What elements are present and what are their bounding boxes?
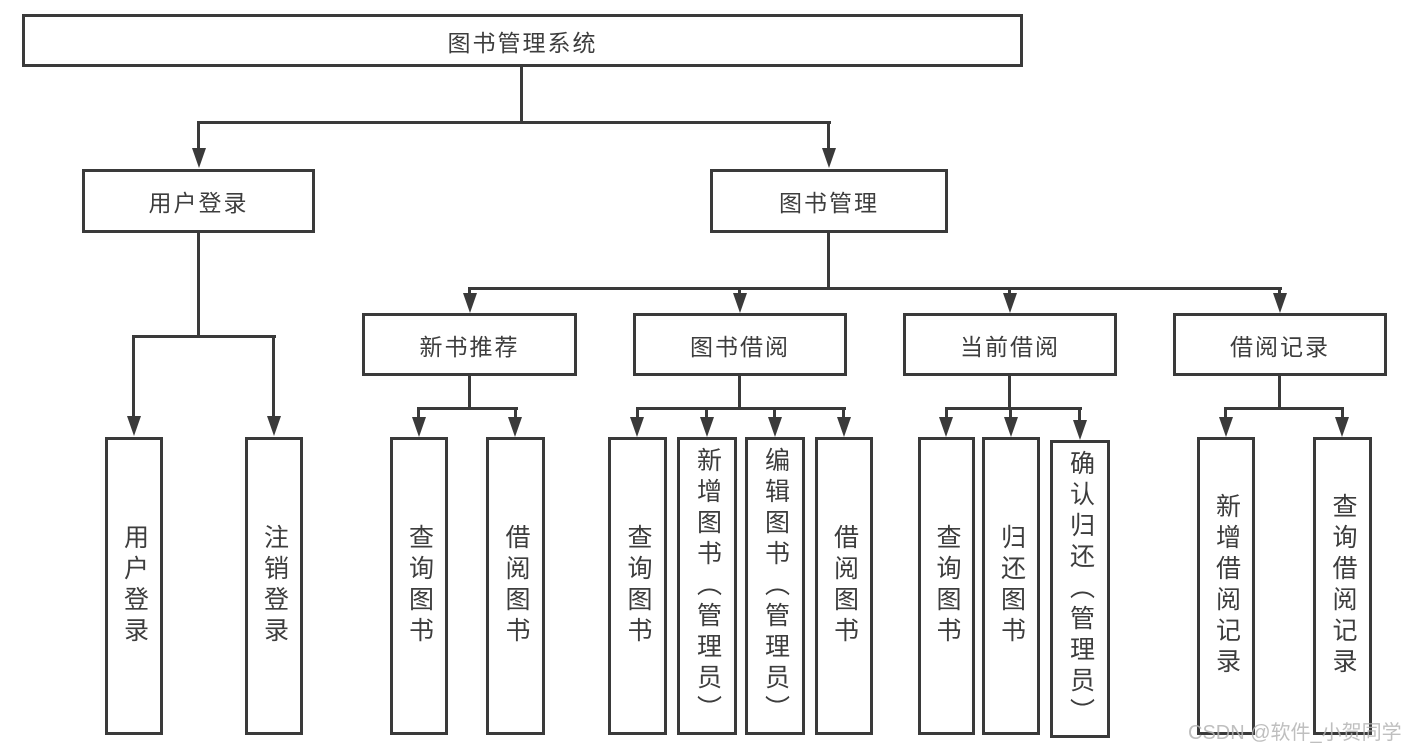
arrow-down-icon-add-borrow-record [1219,417,1233,437]
arrow-down-icon-book-borrowing [733,293,747,313]
leaf-return-books-label: 归还图书 [997,524,1026,648]
node-borrowing-records: 借阅记录 [1173,313,1387,376]
leaf-query-books-current: 查询图书 [918,437,975,735]
connector-to-query-borrow-record [1341,410,1344,417]
node-current-borrowing-label: 当前借阅 [960,333,1060,360]
leaf-user-login-label: 用户登录 [120,524,149,648]
node-book-management: 图书管理 [710,169,948,233]
connector-to-book-borrowing [738,290,741,294]
arrow-down-icon-new-book [463,293,477,313]
leaf-edit-book-admin-label: 编辑图书（管理员） [761,446,790,726]
connector-to-add-book-admin [705,410,708,417]
arrow-down-icon-query-books-current [939,417,953,437]
connector-book-borrowing-trunk [738,376,741,410]
arrow-down-icon-leaf-user-login [127,416,141,436]
leaf-borrow-books: 借阅图书 [815,437,873,735]
arrow-down-icon-borrow-books [837,417,851,437]
connector-level1-bus [197,121,831,124]
leaf-add-borrow-record: 新增借阅记录 [1197,437,1255,735]
leaf-borrow-books-recommend: 借阅图书 [486,437,545,735]
connector-root-trunk [520,67,523,124]
node-borrowing-records-label: 借阅记录 [1230,333,1330,360]
node-book-management-label: 图书管理 [779,190,879,216]
node-current-borrowing: 当前借阅 [903,313,1117,376]
node-book-borrowing-label: 图书借阅 [690,333,790,360]
connector-to-user-login [197,124,200,148]
leaf-query-books-borrow: 查询图书 [608,437,667,735]
arrow-down-icon-query-books-recommend [412,417,426,437]
leaf-return-books: 归还图书 [982,437,1040,735]
connector-to-current-borrowing [1008,290,1011,294]
node-new-book-recommendation: 新书推荐 [362,313,577,376]
connector-to-borrowing-records [1278,290,1281,294]
connector-to-leaf-user-login [132,338,135,416]
connector-user-login-trunk [197,233,200,335]
arrow-down-icon-add-book-admin [700,417,714,437]
connector-to-borrow-books-recommend [514,410,517,417]
arrow-down-icon-current-borrowing [1003,293,1017,313]
leaf-borrow-books-label: 借阅图书 [830,524,859,648]
leaf-confirm-return-admin: 确认归还（管理员） [1050,440,1110,738]
leaf-user-login: 用户登录 [105,437,163,735]
arrow-down-icon-return-books [1004,417,1018,437]
node-user-login-label: 用户登录 [148,190,249,216]
connector-new-book-bus [417,407,518,410]
leaf-query-borrow-record: 查询借阅记录 [1313,437,1372,735]
connector-to-book-management [827,124,830,148]
connector-new-book-trunk [468,376,471,410]
arrow-down-icon-user-login [192,148,206,168]
connector-current-borrowing-trunk [1008,376,1011,410]
leaf-query-books-recommend: 查询图书 [390,437,448,735]
leaf-edit-book-admin: 编辑图书（管理员） [745,437,805,735]
arrow-down-icon-edit-book-admin [768,417,782,437]
leaf-query-books-borrow-label: 查询图书 [624,524,652,648]
connector-to-add-borrow-record [1224,410,1227,417]
node-new-book-recommendation-label: 新书推荐 [419,333,520,360]
leaf-query-borrow-record-label: 查询借阅记录 [1329,493,1357,679]
connector-to-confirm-return [1078,410,1081,420]
connector-to-borrow-books [842,410,845,417]
connector-borrowing-records-bus [1224,407,1344,410]
connector-to-query-books-recommend [417,410,420,417]
arrow-down-icon-query-books-borrow [630,417,644,437]
arrow-down-icon-borrow-books-recommend [508,417,522,437]
leaf-query-books-recommend-label: 查询图书 [405,524,434,648]
leaf-add-borrow-record-label: 新增借阅记录 [1212,493,1241,679]
arrow-down-icon-book-management [822,148,836,168]
leaf-logout: 注销登录 [245,437,303,735]
connector-to-return-books [1009,410,1012,417]
arrow-down-icon-leaf-logout [267,416,281,436]
connector-book-borrowing-bus [636,407,846,410]
leaf-confirm-return-admin-label: 确认归还（管理员） [1066,449,1095,729]
arrow-down-icon-query-borrow-record [1335,417,1349,437]
connector-current-borrowing-bus [945,407,1082,410]
node-root: 图书管理系统 [22,14,1023,67]
connector-level3-bus [468,287,1282,290]
connector-to-edit-book-admin [773,410,776,417]
leaf-add-book-admin-label: 新增图书（管理员） [693,446,722,726]
connector-to-leaf-logout [272,338,275,416]
connector-user-login-bus [132,335,276,338]
connector-book-management-trunk [827,233,830,290]
node-book-borrowing: 图书借阅 [633,313,847,376]
connector-to-query-books-current [945,410,948,417]
leaf-query-books-current-label: 查询图书 [933,524,961,648]
arrow-down-icon-borrowing-records [1273,293,1287,313]
leaf-logout-label: 注销登录 [260,524,289,648]
arrow-down-icon-confirm-return [1073,420,1087,440]
connector-to-new-book [468,290,471,294]
connector-borrowing-records-trunk [1278,376,1281,410]
csdn-watermark: CSDN @软件_小贺同学 [1188,722,1402,744]
node-root-label: 图书管理系统 [447,29,598,56]
connector-to-query-books-borrow [636,410,639,417]
node-user-login: 用户登录 [82,169,315,233]
leaf-borrow-books-recommend-label: 借阅图书 [502,524,530,648]
leaf-add-book-admin: 新增图书（管理员） [677,437,737,735]
